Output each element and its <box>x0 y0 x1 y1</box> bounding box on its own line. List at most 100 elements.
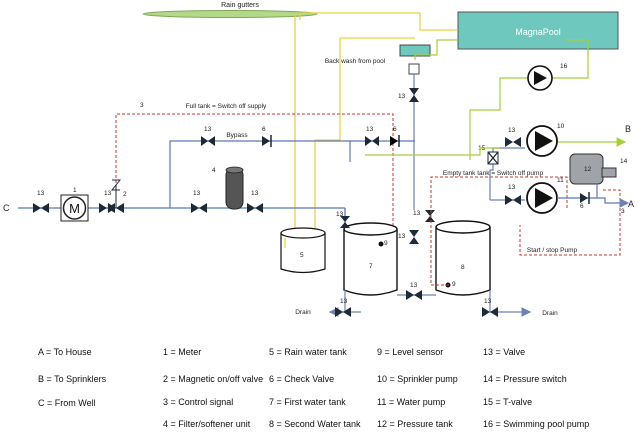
label-4: 4 <box>212 167 216 174</box>
bypass-line <box>169 140 351 208</box>
label-5: 5 <box>300 252 304 259</box>
valve-drain-8 <box>482 307 498 317</box>
t-valve <box>487 151 499 165</box>
end-c: C <box>3 203 10 213</box>
pool-fitting <box>408 63 420 75</box>
label-13-drain-8: 13 <box>484 298 492 305</box>
legend-col2-2: 2 = Magnetic on/off valve <box>163 374 264 384</box>
legend-col5-4: 16 = Swimming pool pump <box>483 419 590 429</box>
label-3-top: 3 <box>140 102 144 109</box>
label-9-tank7: 9 <box>384 240 388 247</box>
legend-col4-1: 9 = Level sensor <box>377 347 444 357</box>
legend-col4-3: 11 = Water pump <box>377 397 446 407</box>
full-tank-label: Full tank = Switch off supply <box>186 103 267 110</box>
label-16: 16 <box>560 63 568 70</box>
meter-symbol: M <box>69 201 80 216</box>
label-13-sprinkler: 13 <box>508 127 516 134</box>
label-9-tank8: 9 <box>452 281 456 288</box>
magnapool-label: MagnaPool <box>515 27 561 37</box>
legend-col2-4: 4 = Filter/softener unit <box>163 419 251 429</box>
tank-7 <box>343 229 398 296</box>
legend-col1-3: C = From Well <box>38 398 96 408</box>
rain-tank-top <box>280 227 326 239</box>
empty-tank-signal <box>430 176 568 286</box>
legend-col3-1: 5 = Rain water tank <box>269 347 347 357</box>
label-1: 1 <box>73 187 77 194</box>
legend-col3-3: 7 = First water tank <box>269 397 346 407</box>
valve-bypass-2 <box>365 136 379 146</box>
bypass-label: Bypass <box>226 132 248 139</box>
legend-col3-4: 8 = Second Water tank <box>269 419 361 429</box>
sprinkler-line-in <box>365 147 500 156</box>
label-6-bypass: 6 <box>262 126 266 133</box>
full-tank-signal <box>115 113 394 240</box>
legend-col1-1: A = To House <box>38 347 92 357</box>
check-valve-pump <box>580 192 590 204</box>
legend-col5-2: 14 = Pressure switch <box>483 374 567 384</box>
pool-return <box>414 39 458 60</box>
pressure-switch <box>601 167 617 178</box>
pool-pump-to-tank <box>469 77 530 160</box>
legend-col4-4: 12 = Pressure tank <box>377 419 453 429</box>
label-13-tank8: 13 <box>413 210 421 217</box>
label-13-bypass: 13 <box>204 126 212 133</box>
drain-7-label: Drain <box>295 309 311 316</box>
tank-8-top <box>435 220 491 234</box>
rain-gutter <box>142 10 318 18</box>
label-6-pump: 6 <box>580 203 584 210</box>
legend-col5-1: 13 = Valve <box>483 347 526 357</box>
backwash-line <box>300 12 458 31</box>
backwash-label: Back wash from pool <box>325 58 386 65</box>
valve-pool <box>409 88 419 102</box>
check-valve-bypass <box>262 135 272 147</box>
filter-unit <box>225 167 244 210</box>
rain-tank <box>280 233 326 274</box>
drain-8-label: Drain <box>542 310 558 317</box>
label-13-drain-7: 13 <box>340 298 348 305</box>
legend-col2-3: 3 = Control signal <box>163 397 234 407</box>
water-pump-arrow <box>535 188 553 208</box>
label-14: 14 <box>620 158 628 165</box>
filter-top <box>225 166 244 174</box>
legend-col4-2: 10 = Sprinkler pump <box>377 374 458 384</box>
level-sensor-7 <box>378 241 384 247</box>
label-11: 11 <box>557 177 564 184</box>
valve-tank7-side <box>409 230 419 244</box>
meter-circle <box>62 196 87 220</box>
check-valve-bypass-2 <box>390 135 400 147</box>
label-7: 7 <box>369 263 373 270</box>
empty-tank-signal-2 <box>519 189 621 256</box>
valve-tank8-in <box>425 210 435 222</box>
label-13-c: 13 <box>37 190 45 197</box>
pool-pump-line <box>552 39 589 79</box>
label-13-filter-out: 13 <box>251 190 259 197</box>
valve-tank-link <box>406 290 422 300</box>
legend-col5-3: 15 = T-valve <box>483 397 533 407</box>
label-6-bypass-2: 6 <box>393 126 397 133</box>
end-b: B <box>625 124 631 134</box>
rain-gutters-label: Rain gutters <box>221 2 259 9</box>
line-to-a <box>557 197 630 208</box>
tank-7-top <box>343 222 398 236</box>
legend-col2-1: 1 = Meter <box>163 347 202 357</box>
valve-bypass <box>201 136 215 146</box>
valve-sprinkler <box>505 137 521 147</box>
tank-8 <box>435 227 491 296</box>
sprinkler-pump-arrow <box>535 131 553 151</box>
pool-pump-16-arrow <box>534 71 547 85</box>
magnetic-valve <box>108 179 124 213</box>
valve-water-pump <box>505 195 521 205</box>
label-13-pool: 13 <box>398 93 406 100</box>
valve-c <box>33 203 49 213</box>
label-13-tank7: 13 <box>336 211 344 218</box>
valve-filter-out <box>247 203 263 213</box>
valve-tank7-in <box>340 216 350 228</box>
valve-filter-in <box>191 203 207 213</box>
label-13-water-pump: 13 <box>508 184 516 191</box>
label-2: 2 <box>123 191 127 198</box>
valve-drain-7 <box>335 307 351 317</box>
label-13-tank7-side: 13 <box>398 233 406 240</box>
legend-col1-2: B = To Sprinklers <box>38 374 107 384</box>
label-13-tank-link: 13 <box>410 282 418 289</box>
